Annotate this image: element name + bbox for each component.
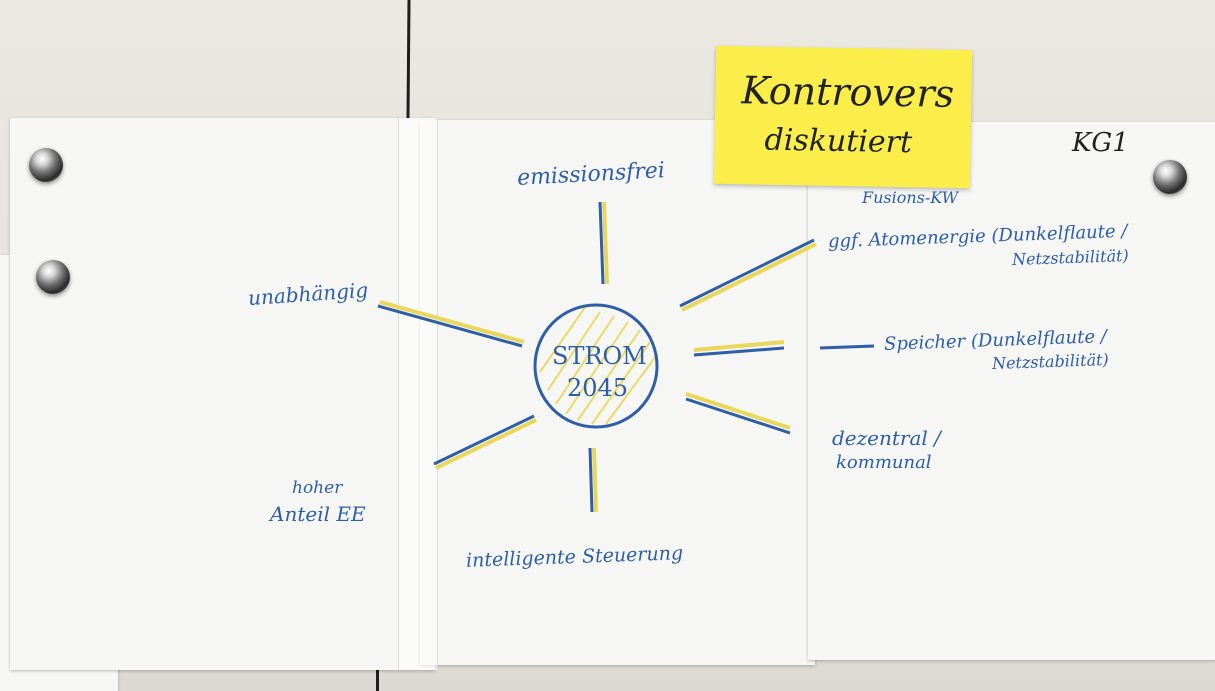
paper-sheet-main <box>10 118 435 670</box>
paper-sheet-right <box>808 122 1215 660</box>
label-decentral-line-1: dezentral / <box>832 426 941 450</box>
group-tag: KG1 <box>1072 128 1129 158</box>
ray-bottom <box>588 447 598 513</box>
label-bottom-left-line-1: hoher <box>292 478 343 498</box>
label-fusion: Fusions-KW <box>862 188 959 207</box>
ray-upper-right <box>679 238 817 312</box>
magnet-left <box>36 260 70 294</box>
label-decentral-line-2: kommunal <box>836 452 932 473</box>
label-bottom-left-line-2: Anteil EE <box>270 502 366 526</box>
ray-lower-right <box>685 392 791 435</box>
center-hatching <box>539 305 657 425</box>
label-nuclear-line-2: Netzstabilität) <box>1011 245 1130 270</box>
paper-sheet-center <box>420 120 815 665</box>
magnet-right <box>1153 160 1187 194</box>
ray-bottom-left <box>433 414 537 470</box>
magnet-top-left <box>29 148 63 182</box>
ray-right <box>693 340 785 357</box>
center-label-line-2: 2045 <box>567 374 629 402</box>
center-label-line-1: STROM <box>552 342 647 370</box>
ray-top <box>598 201 609 285</box>
label-storage-line-2: Netzstabilität) <box>991 349 1110 374</box>
ray-left <box>377 300 525 348</box>
tape-strip <box>398 118 438 670</box>
wall-seam-bottom <box>376 665 379 691</box>
ray-right-extension <box>819 344 875 350</box>
center-circle <box>533 303 659 429</box>
